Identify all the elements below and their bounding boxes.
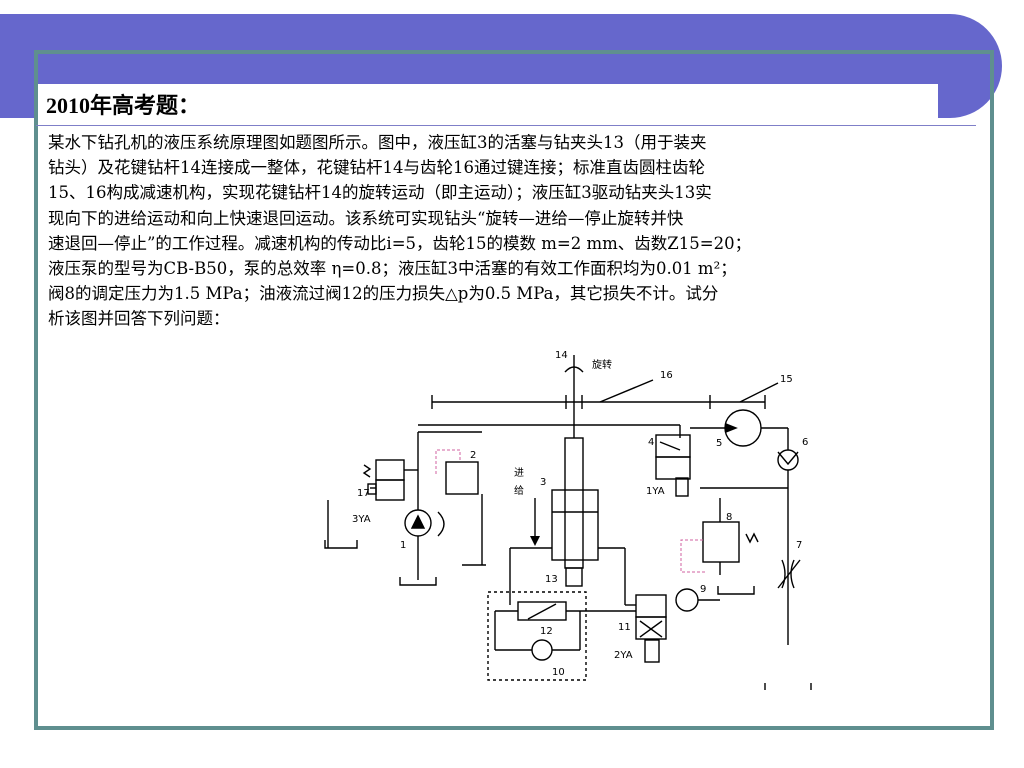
tank-1 <box>399 577 437 586</box>
check-valve-10 <box>531 639 553 661</box>
throttle-valve-7 <box>781 559 786 589</box>
label-9: 9 <box>700 584 706 595</box>
label-5: 5 <box>716 438 722 449</box>
label-12: 12 <box>540 626 553 637</box>
label-1: 1 <box>400 540 406 551</box>
label-14: 14 <box>555 350 568 361</box>
label-16: 16 <box>660 370 673 381</box>
label-15: 15 <box>780 374 793 385</box>
label-7: 7 <box>796 540 802 551</box>
pilot-line-8 <box>680 539 705 573</box>
piston-rod <box>564 437 584 569</box>
feed-label-top: 进 <box>514 467 524 479</box>
label-4: 4 <box>648 437 654 448</box>
tank-7 <box>764 683 812 690</box>
label-6: 6 <box>802 437 808 448</box>
problem-line: 阀8的调定压力为1.5 MPa；油液流过阀12的压力损失△p为0.5 MPa，其… <box>48 284 719 304</box>
label-1ya: 1YA <box>646 486 665 497</box>
label-3ya: 3YA <box>352 514 371 525</box>
hydraulic-schematic: 旋转 进 给 1 2 3 4 5 6 7 8 9 10 11 12 13 14 … <box>324 350 812 690</box>
tank-17 <box>324 540 358 549</box>
problem-line: 速退回—停止”的工作过程。减速机构的传动比i=5，齿轮15的模数 m=2 mm、… <box>48 233 752 253</box>
problem-line: 钻头）及花键钻杆14连接成一整体，花键钻杆14与齿轮16通过键连接；标准直齿圆柱… <box>48 158 705 178</box>
label-3: 3 <box>540 477 546 488</box>
label-10: 10 <box>552 667 565 678</box>
title-rule <box>36 125 976 126</box>
valve-4 <box>655 434 691 458</box>
problem-line: 15、16构成减速机构，实现花键钻杆14的旋转运动（即主运动）；液压缸3驱动钻夹… <box>48 183 712 203</box>
slide-title: 2010年高考题： <box>46 93 201 118</box>
check-valve-9 <box>675 588 699 612</box>
problem-line: 某水下钻孔机的液压系统原理图如题图所示。图中，液压缸3的活塞与钻夹头13（用于装… <box>48 133 707 152</box>
cylinder-3 <box>551 489 599 561</box>
label-13: 13 <box>545 574 558 585</box>
label-8: 8 <box>726 512 732 523</box>
label-17: 17 <box>357 488 370 499</box>
title-strip <box>38 84 938 120</box>
problem-text: 某水下钻孔机的液压系统原理图如题图所示。图中，液压缸3的活塞与钻夹头13（用于装… <box>48 130 948 332</box>
rotation-label: 旋转 <box>592 358 612 371</box>
drill-chuck-13 <box>565 567 583 587</box>
problem-line: 液压泵的型号为CB-B50，泵的总效率 η=0.8；液压缸3中活塞的有效工作面积… <box>48 259 737 279</box>
pilot-line-2 <box>435 449 461 474</box>
check-valve-6 <box>777 449 799 471</box>
label-2ya: 2YA <box>614 650 633 661</box>
relief-valve-8 <box>702 521 740 563</box>
relief-valve-2 <box>445 461 479 495</box>
feed-label-bottom: 给 <box>514 484 524 497</box>
valve-17 <box>375 459 405 481</box>
valve-11 <box>635 594 667 618</box>
problem-line: 现向下的进给运动和向上快速退回运动。该系统可实现钻头“旋转—进给—停止旋转并快 <box>48 208 684 228</box>
label-11: 11 <box>618 622 631 633</box>
throttle-group-box <box>487 591 587 681</box>
label-2: 2 <box>470 450 476 461</box>
tank-9 <box>717 586 755 595</box>
content-frame <box>34 50 994 730</box>
rotation-arrow <box>564 366 584 373</box>
problem-line: 析该图并回答下列问题： <box>48 309 230 329</box>
